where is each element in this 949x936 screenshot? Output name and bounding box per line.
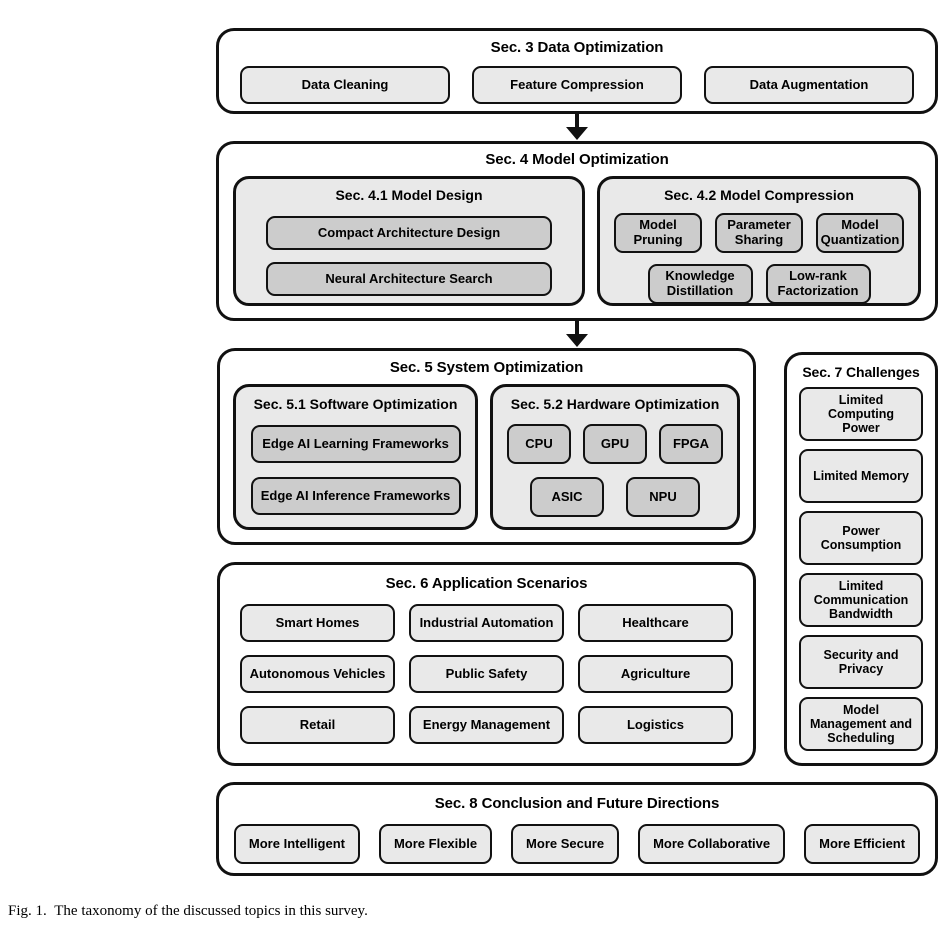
leaf-box-more-secure[interactable]: More Secure — [511, 824, 620, 864]
leaf-box-limited-memory[interactable]: Limited Memory — [799, 449, 923, 503]
arrow-down-icon-sec4-to-sec5 — [566, 321, 588, 347]
sec3-item-row: Data Cleaning Feature Compression Data A… — [219, 66, 935, 104]
subsection-panel-software-optimization: Sec. 5.1 Software Optimization Edge AI L… — [233, 384, 478, 530]
section-box-data-optimization: Sec. 3 Data Optimization Data Cleaning F… — [216, 28, 938, 114]
sec6-item-row-3: Retail Energy Management Logistics — [220, 706, 753, 744]
arrow-down-icon-sec3-to-sec4 — [566, 114, 588, 140]
leaf-box-energy-management[interactable]: Energy Management — [409, 706, 564, 744]
leaf-box-more-efficient[interactable]: More Efficient — [804, 824, 921, 864]
figure-caption-label: Fig. 1. — [8, 903, 47, 919]
leaf-box-data-augmentation[interactable]: Data Augmentation — [704, 66, 914, 104]
leaf-box-more-intelligent[interactable]: More Intelligent — [233, 824, 360, 864]
leaf-box-data-cleaning[interactable]: Data Cleaning — [240, 66, 450, 104]
sec6-item-row-2: Autonomous Vehicles Public Safety Agricu… — [220, 655, 753, 693]
leaf-box-feature-compression[interactable]: Feature Compression — [472, 66, 682, 104]
subsection-title-sec41: Sec. 4.1 Model Design — [335, 187, 483, 203]
sec52-item-row-1: CPU GPU FPGA — [493, 424, 737, 464]
figure-caption-text: The taxonomy of the discussed topics in … — [54, 903, 368, 919]
subsection-title-sec51: Sec. 5.1 Software Optimization — [253, 396, 458, 412]
leaf-box-edge-ai-inference-frameworks[interactable]: Edge AI Inference Frameworks — [250, 477, 461, 515]
leaf-box-public-safety[interactable]: Public Safety — [409, 655, 564, 693]
subsection-title-sec42: Sec. 4.2 Model Compression — [664, 187, 854, 203]
sec6-item-row-1: Smart Homes Industrial Automation Health… — [220, 604, 753, 642]
section-title-sec7: Sec. 7 Challenges — [802, 364, 920, 380]
section-box-conclusion-and-future-directions: Sec. 8 Conclusion and Future Directions … — [216, 782, 938, 876]
leaf-box-autonomous-vehicles[interactable]: Autonomous Vehicles — [240, 655, 395, 693]
leaf-box-neural-architecture-search[interactable]: Neural Architecture Search — [266, 262, 552, 296]
figure-caption: Fig. 1. The taxonomy of the discussed to… — [8, 903, 368, 920]
section-title-sec6: Sec. 6 Application Scenarios — [385, 575, 588, 592]
section-box-model-optimization: Sec. 4 Model Optimization Sec. 4.1 Model… — [216, 141, 938, 321]
arrow-head — [566, 334, 588, 347]
leaf-box-more-flexible[interactable]: More Flexible — [378, 824, 493, 864]
leaf-box-smart-homes[interactable]: Smart Homes — [240, 604, 395, 642]
sec4-panel-row: Sec. 4.1 Model Design Compact Architectu… — [233, 176, 921, 306]
subsection-panel-hardware-optimization: Sec. 5.2 Hardware Optimization CPU GPU F… — [490, 384, 740, 530]
section-title-sec3: Sec. 3 Data Optimization — [490, 39, 664, 56]
leaf-box-agriculture[interactable]: Agriculture — [578, 655, 733, 693]
section-title-sec8: Sec. 8 Conclusion and Future Directions — [434, 795, 720, 812]
leaf-box-cpu[interactable]: CPU — [507, 424, 571, 464]
section-title-sec4: Sec. 4 Model Optimization — [485, 151, 669, 168]
leaf-box-more-collaborative[interactable]: More Collaborative — [638, 824, 786, 864]
section-title-sec5: Sec. 5 System Optimization — [389, 359, 584, 376]
arrow-shaft — [575, 321, 579, 335]
leaf-box-gpu[interactable]: GPU — [583, 424, 647, 464]
sec52-item-row-2: ASIC NPU — [493, 477, 737, 517]
leaf-box-retail[interactable]: Retail — [240, 706, 395, 744]
sec5-panel-row: Sec. 5.1 Software Optimization Edge AI L… — [233, 384, 740, 530]
leaf-box-logistics[interactable]: Logistics — [578, 706, 733, 744]
arrow-shaft — [575, 114, 579, 128]
sec8-item-row: More Intelligent More Flexible More Secu… — [219, 824, 935, 864]
section-box-system-optimization: Sec. 5 System Optimization Sec. 5.1 Soft… — [217, 348, 756, 545]
subsection-title-sec52: Sec. 5.2 Hardware Optimization — [510, 396, 720, 412]
section-box-application-scenarios: Sec. 6 Application Scenarios Smart Homes… — [217, 562, 756, 766]
leaf-box-npu[interactable]: NPU — [626, 477, 700, 517]
leaf-box-asic[interactable]: ASIC — [530, 477, 604, 517]
leaf-box-fpga[interactable]: FPGA — [659, 424, 723, 464]
leaf-box-compact-architecture-design[interactable]: Compact Architecture Design — [266, 216, 552, 250]
subsection-panel-model-design: Sec. 4.1 Model Design Compact Architectu… — [233, 176, 585, 306]
leaf-box-edge-ai-learning-frameworks[interactable]: Edge AI Learning Frameworks — [250, 425, 461, 463]
leaf-box-healthcare[interactable]: Healthcare — [578, 604, 733, 642]
arrow-head — [566, 127, 588, 140]
leaf-box-industrial-automation[interactable]: Industrial Automation — [409, 604, 564, 642]
